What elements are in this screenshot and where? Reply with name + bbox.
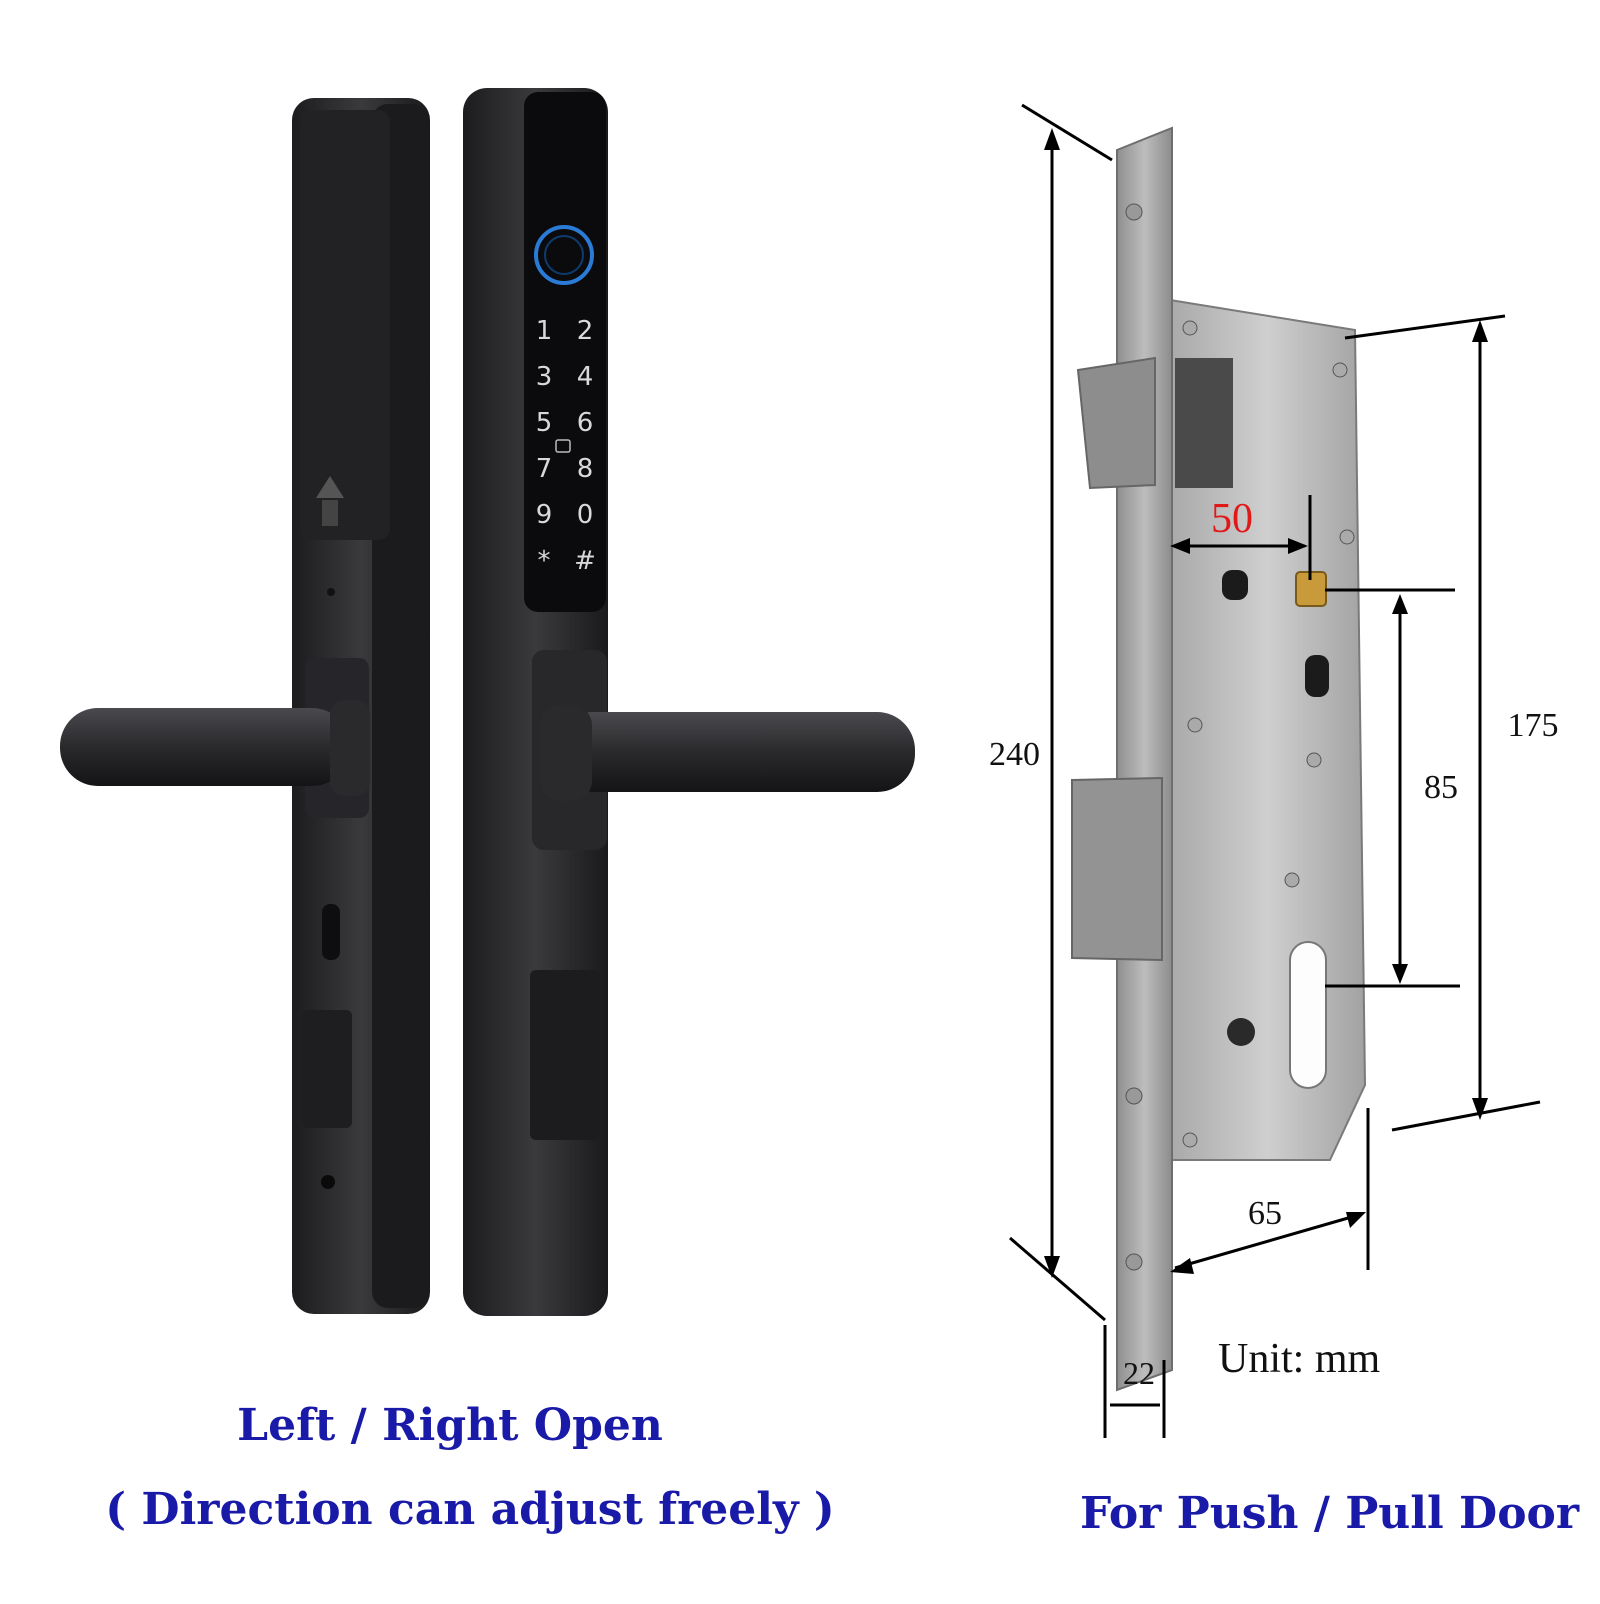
- dimension-arrowheads: [1044, 128, 1488, 1278]
- dim-85-label: 85: [1424, 769, 1458, 806]
- fingerprint-icon: [534, 225, 594, 285]
- keypad-key: 3: [536, 362, 553, 392]
- keypad-key: 6: [577, 408, 594, 438]
- keypad-panel: [524, 92, 606, 612]
- right-caption: For Push / Pull Door: [1080, 1488, 1580, 1539]
- unit-label: Unit: mm: [1218, 1336, 1381, 1382]
- dead-bolt: [1071, 776, 1163, 962]
- cylinder-hole: [1289, 941, 1327, 1089]
- keypad-key: 5: [536, 408, 553, 438]
- right-lever: [540, 705, 915, 801]
- keypad-key: 0: [577, 500, 594, 530]
- mortise-lock: [1071, 126, 1367, 1392]
- left-caption-line2: ( Direction can adjust freely ): [105, 1484, 835, 1535]
- latch-bolt: [1076, 356, 1156, 490]
- dim-65-label: 65: [1248, 1195, 1282, 1232]
- dim-175-label: 175: [1508, 707, 1559, 744]
- keypad-key: 9: [536, 500, 553, 530]
- dim-22-label: 22: [1123, 1355, 1155, 1391]
- left-lever: [60, 700, 370, 796]
- keypad-key: 2: [577, 316, 594, 346]
- keypad-key: 1: [536, 316, 553, 346]
- dimension-lines: [1009, 103, 1541, 1438]
- front-handle: [463, 88, 608, 1316]
- keyhole-icon: [321, 1175, 335, 1189]
- dim-50-label: 50: [1211, 496, 1253, 542]
- left-caption-line1: Left / Right Open: [237, 1400, 663, 1451]
- keypad-key: 8: [577, 454, 594, 484]
- keypad-key: *: [538, 546, 551, 576]
- keypad-key: 4: [577, 362, 594, 392]
- dim-240-label: 240: [989, 736, 1040, 773]
- card-reader-icon: [555, 439, 571, 453]
- thumb-turn: [322, 904, 340, 960]
- keypad-key: 7: [536, 454, 553, 484]
- arrow-up-icon: [316, 476, 344, 498]
- keypad-key: #: [574, 546, 596, 576]
- left-handle: [292, 98, 430, 1314]
